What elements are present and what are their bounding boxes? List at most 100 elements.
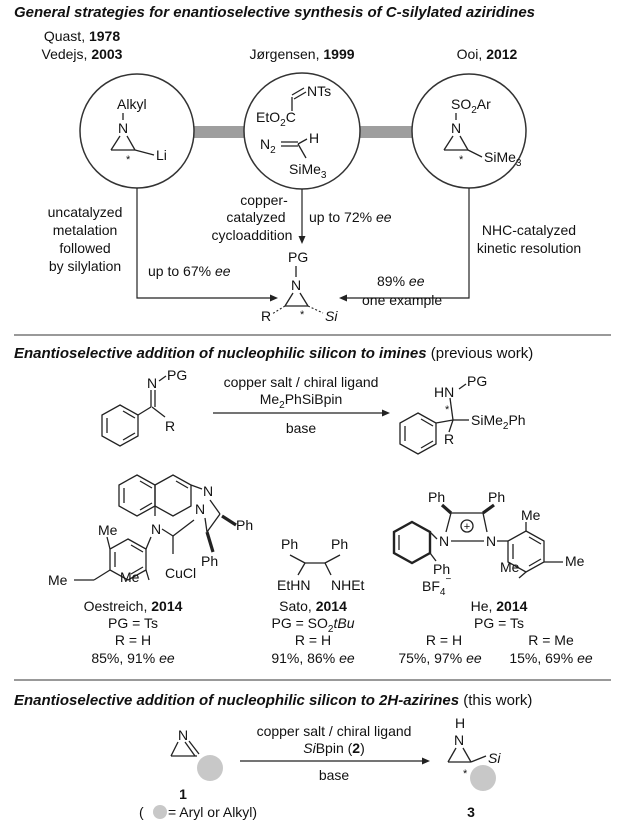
legend-text: = Aryl or Alkyl)	[168, 804, 257, 820]
right-desc-2: kinetic resolution	[477, 240, 581, 256]
svg-text:*: *	[300, 309, 305, 321]
svg-text:N: N	[291, 277, 301, 293]
he-r-h: R = H	[426, 632, 462, 648]
oestreich-yield: 85%, 91% ee	[91, 650, 175, 666]
he-pg: PG = Ts	[474, 615, 524, 631]
svg-text:R: R	[165, 418, 175, 434]
svg-text:Me: Me	[98, 522, 118, 538]
left-desc-4: by silylation	[49, 258, 121, 274]
section3-conditions-top: copper salt / chiral ligand	[257, 723, 412, 739]
left-desc-3: followed	[59, 240, 110, 256]
structure-target-aziridine: PG N R * Si	[261, 249, 338, 324]
section3-conditions-bottom: base	[319, 767, 350, 783]
middle-desc-1: copper-	[240, 192, 288, 208]
svg-text:N: N	[151, 521, 161, 537]
oestreich-ref: Oestreich, 2014	[84, 598, 183, 614]
svg-text:Alkyl: Alkyl	[117, 96, 147, 112]
svg-text:Si: Si	[325, 308, 338, 324]
circle-quast-vedejs	[79, 73, 195, 189]
sato-ref: Sato, 2014	[279, 598, 347, 614]
svg-text:CuCl: CuCl	[165, 565, 196, 581]
arrow-left-head	[270, 294, 278, 302]
substituent-placeholder-dot	[197, 755, 223, 781]
svg-text:EtHN: EtHN	[277, 577, 310, 593]
svg-text:SiMe3: SiMe3	[289, 161, 327, 181]
arrow-middle-head	[298, 236, 306, 244]
svg-text:N: N	[118, 120, 128, 136]
svg-text:Li: Li	[156, 147, 167, 163]
svg-text:N2: N2	[260, 136, 276, 156]
svg-text:Me: Me	[120, 569, 140, 585]
svg-text:Ph: Ph	[428, 489, 445, 505]
svg-text:Me: Me	[521, 507, 541, 523]
svg-text:N: N	[203, 483, 213, 499]
structure-sulfonyl-silyl-aziridine: SO2Ar N * SiMe3	[443, 96, 522, 169]
product-placeholder-dot	[470, 765, 496, 791]
svg-text:+: +	[464, 521, 470, 533]
svg-text:N: N	[178, 727, 188, 743]
svg-text:PG: PG	[288, 249, 308, 265]
circle-ooi	[411, 73, 527, 189]
section2-conditions-top: copper salt / chiral ligand	[224, 374, 379, 390]
svg-text:Me: Me	[500, 559, 520, 575]
he-yield-h: 75%, 97% ee	[398, 650, 482, 666]
right-ee: 89% ee	[377, 273, 425, 289]
oestreich-r: R = H	[115, 632, 151, 648]
section3-heading: Enantioselective addition of nucleophili…	[14, 692, 532, 709]
svg-text:EtO2C: EtO2C	[256, 109, 296, 129]
sato-pg: PG = SO2tBu	[272, 615, 355, 635]
svg-text:PG: PG	[467, 373, 487, 389]
ref-ooi: Ooi, 2012	[457, 46, 518, 62]
section2-conditions-reagent: Me2PhSiBpin	[260, 391, 343, 411]
ref-quast: Quast, 1978	[44, 28, 120, 44]
he-yield-me: 15%, 69% ee	[509, 650, 593, 666]
svg-text:*: *	[445, 404, 450, 416]
structure-silylated-amine: HN PG * R SiMe2Ph	[399, 373, 526, 455]
legend-placeholder-dot	[153, 805, 167, 819]
connector-bar-left	[194, 126, 248, 138]
svg-text:*: *	[459, 154, 464, 166]
oestreich-pg: PG = Ts	[108, 615, 158, 631]
svg-text:Me: Me	[48, 572, 68, 588]
svg-text:BF4−: BF4−	[422, 574, 451, 598]
arrow-right-route	[345, 188, 470, 299]
svg-text:N: N	[439, 533, 449, 549]
svg-text:Me: Me	[565, 553, 585, 569]
cationic-charge-circle	[460, 519, 474, 533]
svg-text:*: *	[126, 154, 131, 166]
ref-vedejs: Vedejs, 2003	[42, 46, 123, 62]
svg-text:SiMe2Ph: SiMe2Ph	[471, 412, 526, 432]
svg-text:Ph: Ph	[488, 489, 505, 505]
svg-text:SiMe3: SiMe3	[484, 149, 522, 169]
svg-text:PG: PG	[167, 367, 187, 383]
section1-heading: General strategies for enantioselective …	[14, 4, 535, 21]
middle-ee: up to 72% ee	[309, 209, 392, 225]
svg-text:N: N	[147, 375, 157, 391]
section3-arrow-head	[422, 757, 430, 765]
svg-text:Ph: Ph	[281, 536, 298, 552]
svg-text:R: R	[444, 431, 454, 447]
compound-3-label: 3	[467, 804, 475, 820]
svg-text:SO2Ar: SO2Ar	[451, 96, 491, 116]
svg-text:*: *	[463, 768, 468, 780]
svg-text:N: N	[486, 533, 496, 549]
structure-he-imidazolinium: Ph Ph N N + Ph BF4− Me Me Me	[392, 489, 585, 598]
arrow-left-route	[136, 188, 272, 299]
arrow-right-head	[339, 294, 347, 302]
section3-conditions-reagent: SiBpin (2)	[303, 740, 365, 756]
structure-lithiated-aziridine: Alkyl N * Li	[110, 96, 167, 166]
left-ee: up to 67% ee	[148, 263, 231, 279]
structure-oestreich-catalyst: N N Ph Ph N CuCl Me Me Me	[48, 474, 253, 588]
structure-nh-silyl-aziridine: H N Si *	[447, 715, 501, 791]
compound-1-label: 1	[179, 786, 187, 802]
middle-desc-3: cycloaddition	[212, 227, 293, 243]
he-ref: He, 2014	[471, 598, 528, 614]
svg-text:N: N	[454, 732, 464, 748]
sato-yield: 91%, 86% ee	[271, 650, 355, 666]
svg-text:H: H	[455, 715, 465, 731]
svg-text:Ph: Ph	[201, 553, 218, 569]
svg-text:N: N	[451, 120, 461, 136]
sato-r: R = H	[295, 632, 331, 648]
svg-text:R: R	[261, 308, 271, 324]
